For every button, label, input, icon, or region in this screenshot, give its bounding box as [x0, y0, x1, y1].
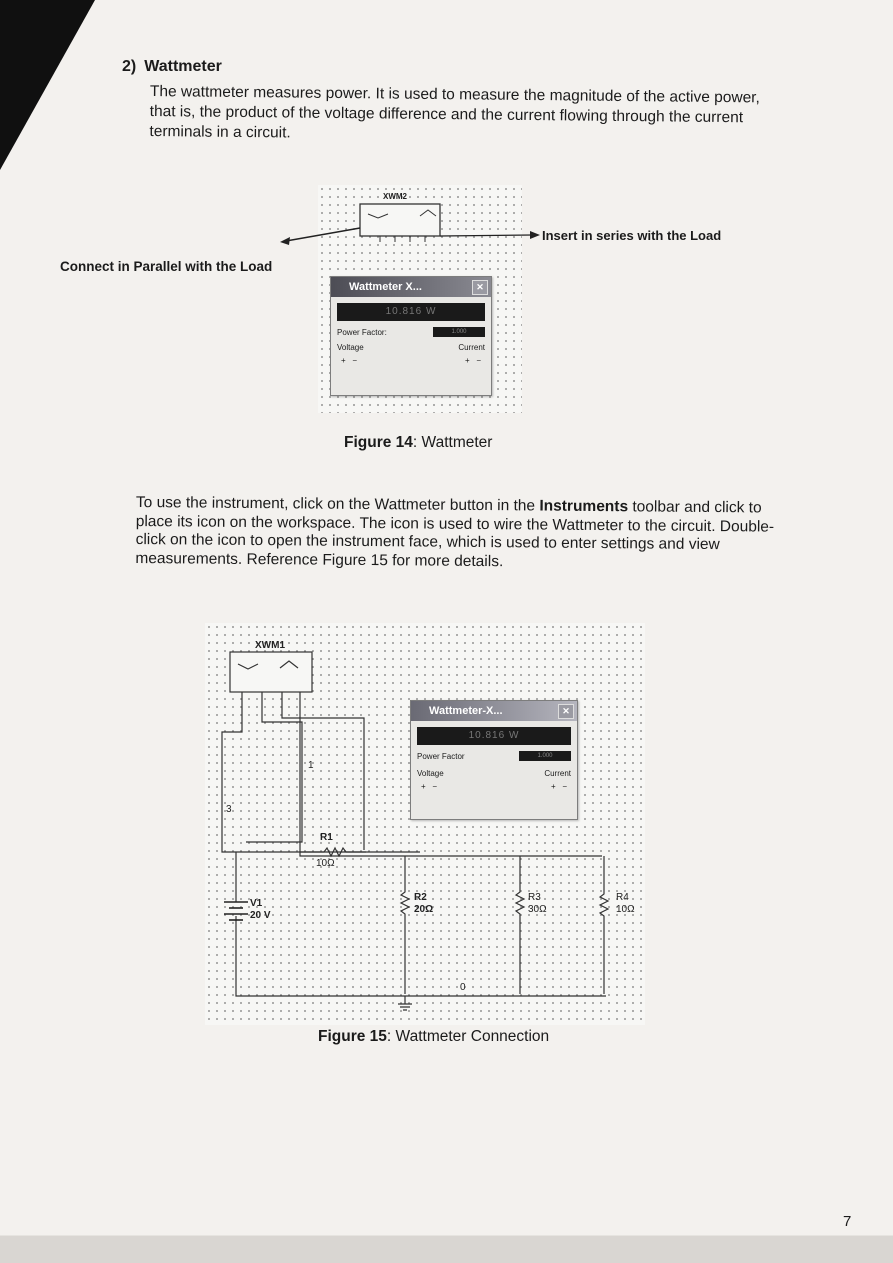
power-display: 10.816 W [337, 303, 485, 321]
wattmeter-window-fig14: Wattmeter X... ✕ 10.816 W Power Factor: 1.… [330, 276, 492, 396]
node-1-label: 1 [308, 760, 314, 771]
r2-label: R2 [414, 892, 427, 903]
parallel-connection-label: Connect in Parallel with the Load [60, 259, 273, 274]
v1-value: 20 V [250, 910, 271, 921]
current-label: Current [544, 769, 571, 778]
node-0-label: 0 [460, 982, 466, 993]
power-display: 10.816 W [417, 727, 571, 745]
r3-value: 30Ω [528, 904, 547, 915]
r3-label: R3 [528, 892, 541, 903]
wattmeter-window-fig15: Wattmeter-X... ✕ 10.816 W Power Factor 1.0… [410, 700, 578, 820]
xwm1-label: XWM1 [255, 640, 285, 651]
r4-label: R4 [616, 892, 629, 903]
voltage-terminals-icon[interactable]: + − [341, 356, 358, 365]
current-label: Current [458, 343, 485, 352]
r1-value: 10Ω [316, 858, 335, 869]
series-connection-label: Insert in series with the Load [542, 228, 722, 243]
current-terminals-icon[interactable]: + − [550, 782, 567, 791]
close-icon[interactable]: ✕ [558, 704, 574, 719]
window-title: Wattmeter-X... [429, 705, 503, 717]
power-factor-label: Power Factor [417, 751, 465, 761]
current-terminals-icon[interactable]: + − [464, 356, 481, 365]
power-factor-label: Power Factor: [337, 327, 387, 337]
section-heading: 2)Wattmeter [122, 58, 222, 75]
r1-label: R1 [320, 832, 333, 843]
voltage-label: Voltage [337, 343, 364, 352]
node-3-label: 3 [226, 804, 232, 815]
voltage-terminals-icon[interactable]: + − [421, 782, 438, 791]
close-icon[interactable]: ✕ [472, 280, 488, 295]
r2-value: 20Ω [414, 904, 434, 915]
v1-label: V1 [250, 898, 263, 909]
power-factor-value: 1.000 [519, 751, 571, 761]
power-factor-value: 1.000 [433, 327, 485, 337]
figure-15-caption: Figure 15: Wattmeter Connection [318, 1028, 550, 1045]
xwm2-label: XWM2 [383, 192, 407, 201]
window-title: Wattmeter X... [349, 281, 422, 293]
voltage-label: Voltage [417, 769, 444, 778]
r4-value: 10Ω [616, 904, 635, 915]
figure-14-caption: Figure 14: Wattmeter [344, 434, 493, 451]
page-number: 7 [843, 1213, 852, 1230]
